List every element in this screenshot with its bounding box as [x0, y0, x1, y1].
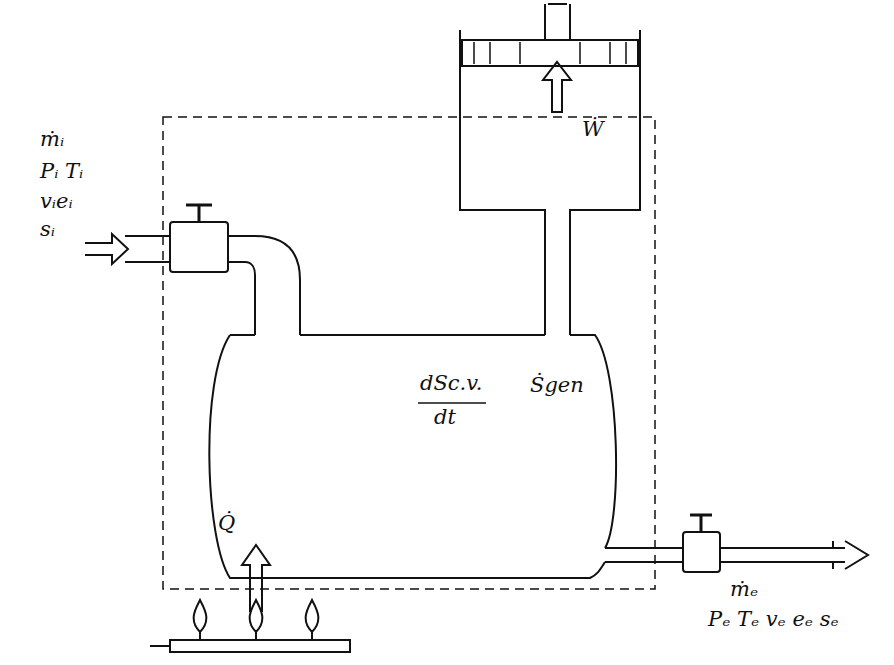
entropy-change-numerator: dSc.v.: [420, 372, 482, 395]
mass-flow-in: ṁᵢ: [40, 128, 64, 151]
work-rate: Ẇ: [582, 118, 604, 141]
inlet-state: vᵢeᵢ: [40, 190, 73, 213]
inlet-state: Pᵢ Tᵢ: [40, 160, 83, 183]
exit-state: Pₑ Tₑ vₑ eₑ sₑ: [708, 608, 839, 631]
entropy-generation: Ṡgen: [530, 374, 584, 397]
mass-flow-out: ṁₑ: [730, 578, 758, 601]
entropy-change-denominator: dt: [434, 406, 456, 429]
heat-rate: Q̇: [218, 512, 235, 535]
inlet-entropy: sᵢ: [40, 218, 55, 241]
